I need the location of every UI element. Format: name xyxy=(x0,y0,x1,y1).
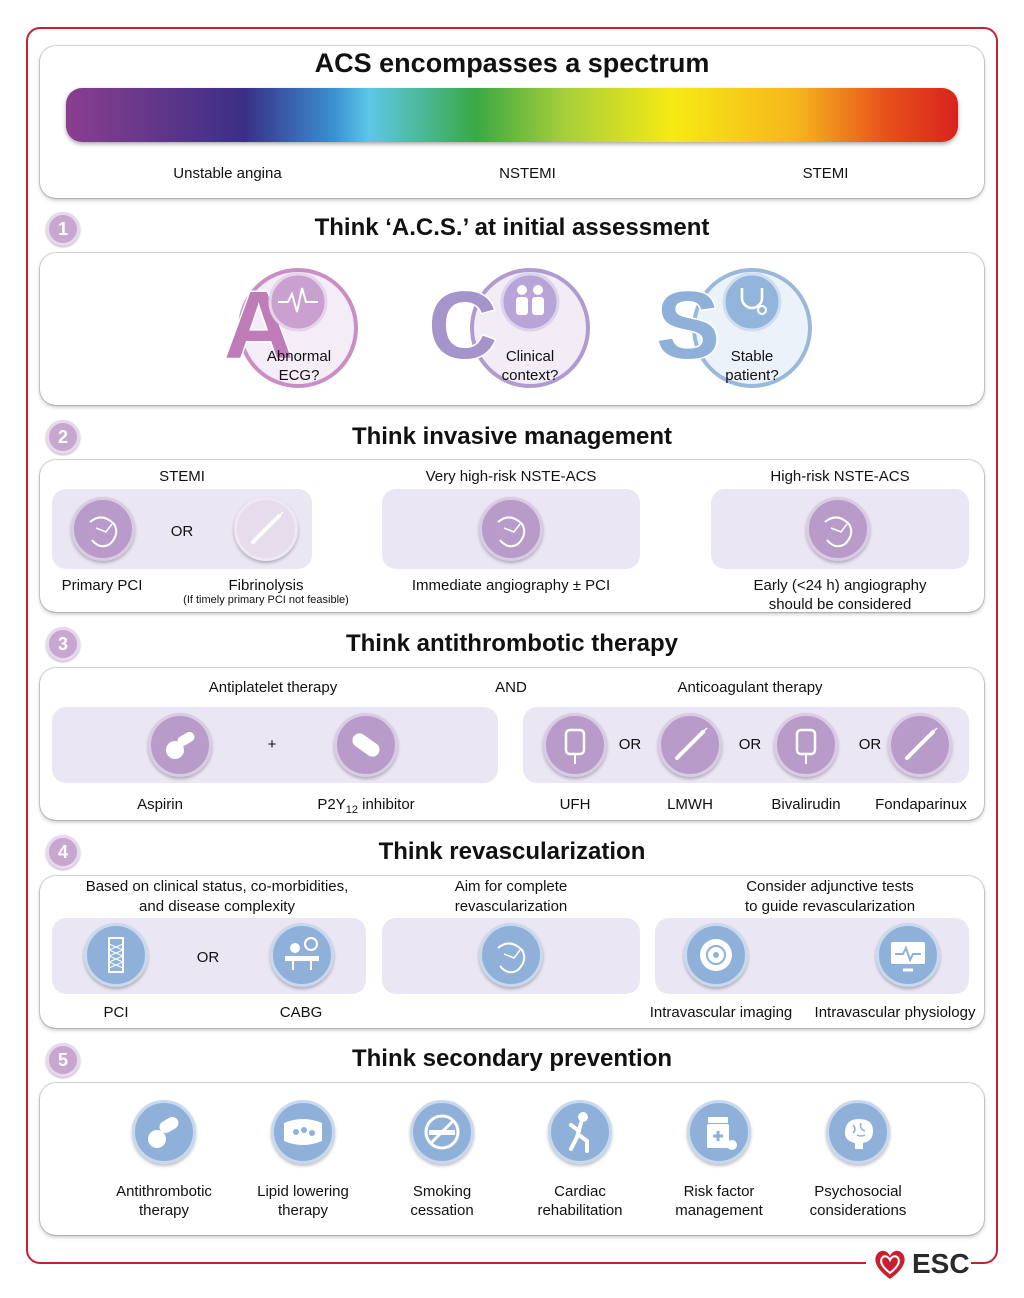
p2y12-capsule-icon xyxy=(334,713,398,777)
esc-heart-logo-icon xyxy=(875,1250,905,1279)
cardiac-line1: Cardiac xyxy=(554,1183,606,1200)
step-4-title: Think revascularization xyxy=(378,838,646,865)
lmwh-syringe-icon xyxy=(658,713,722,777)
bivalirudin-bag-icon xyxy=(774,713,838,777)
plus-sign: + xyxy=(267,736,277,753)
spectrum-label-stemi: STEMI xyxy=(802,165,849,182)
fibrinolysis-syringe-icon xyxy=(234,497,298,561)
a-abnormal-ecg-graphic: A xyxy=(223,268,358,388)
risk-factor-management-icon xyxy=(687,1100,751,1164)
antithrombotic-line2: therapy xyxy=(138,1202,190,1219)
fondaparinux-syringe-icon xyxy=(888,713,952,777)
early-angiography-line2: should be considered xyxy=(768,596,912,613)
c-clinical-context-graphic: C xyxy=(427,268,590,388)
intravascular-physiology-label: Intravascular physiology xyxy=(814,1004,976,1021)
spectrum-label-nstemi: NSTEMI xyxy=(499,165,556,182)
or-2: OR xyxy=(738,736,762,753)
main-title: ACS encompasses a spectrum xyxy=(314,48,710,78)
or-3: OR xyxy=(858,736,882,753)
step-1-title: Think ‘A.C.S.’ at initial assessment xyxy=(314,214,710,241)
lipid-lowering-icon xyxy=(271,1100,335,1164)
a-line1: Abnormal xyxy=(266,348,332,365)
svg-text:C: C xyxy=(428,272,497,379)
fibrinolysis-label: Fibrinolysis xyxy=(228,577,304,594)
pci-or: OR xyxy=(196,949,220,966)
cardiac-line2: rehabilitation xyxy=(537,1202,623,1219)
angiography-icon xyxy=(479,497,543,561)
psychosocial-brain-icon xyxy=(826,1100,890,1164)
cabg-label: CABG xyxy=(279,1004,323,1021)
risk-line1: Risk factor xyxy=(683,1183,755,1200)
step-5-card xyxy=(40,1083,984,1235)
step-2-title: Think invasive management xyxy=(351,423,673,450)
spectrum-label-unstable-angina: Unstable angina xyxy=(173,165,282,182)
step-1-badge: 1 xyxy=(46,212,80,246)
step-4-badge: 4 xyxy=(46,835,80,869)
col3-line2: to guide revascularization xyxy=(744,898,916,915)
anticoagulant-heading: Anticoagulant therapy xyxy=(677,679,823,696)
intravascular-physiology-icon xyxy=(876,923,940,987)
lipid-line1: Lipid lowering xyxy=(257,1183,349,1200)
smoking-line1: Smoking xyxy=(412,1183,472,1200)
antiplatelet-heading: Antiplatelet therapy xyxy=(208,679,338,696)
outer-frame xyxy=(26,27,998,1264)
c-line1: Clinical xyxy=(505,348,555,365)
bivalirudin-label: Bivalirudin xyxy=(771,796,841,813)
spectrum-bar xyxy=(66,88,958,142)
stemi-heading: STEMI xyxy=(159,468,205,485)
cardiac-rehabilitation-icon xyxy=(548,1100,612,1164)
aspirin-pill-icon xyxy=(148,713,212,777)
and-label: AND xyxy=(495,679,527,696)
antithrombotic-therapy-icon xyxy=(132,1100,196,1164)
s-line2: patient? xyxy=(725,367,779,384)
s-stable-patient-graphic: S xyxy=(655,268,812,388)
step-5-badge: 5 xyxy=(46,1043,80,1077)
cabg-surgery-icon xyxy=(270,923,334,987)
ufh-label: UFH xyxy=(559,796,591,813)
esc-logo-text: ESC xyxy=(912,1248,970,1279)
smoking-cessation-icon xyxy=(410,1100,474,1164)
lmwh-label: LMWH xyxy=(667,796,713,813)
fibrinolysis-note: (If timely primary PCI not feasible) xyxy=(183,594,349,606)
a-line2: ECG? xyxy=(278,367,320,384)
stemi-or: OR xyxy=(170,523,194,540)
psychosocial-line2: considerations xyxy=(809,1202,907,1219)
p2y12-label: P2Y12 inhibitor xyxy=(317,796,415,816)
ufh-bag-icon xyxy=(543,713,607,777)
early-angiography-icon xyxy=(806,497,870,561)
col1-line2: and disease complexity xyxy=(139,898,295,915)
stent-icon xyxy=(84,923,148,987)
svg-text:S: S xyxy=(656,272,720,379)
s-line1: Stable xyxy=(730,348,774,365)
col1-line1: Based on clinical status, co-morbidities… xyxy=(85,878,349,895)
very-high-risk-heading: Very high-risk NSTE-ACS xyxy=(425,468,597,485)
immediate-angiography-label: Immediate angiography ± PCI xyxy=(411,577,611,594)
or-1: OR xyxy=(618,736,642,753)
pci-label: PCI xyxy=(103,1004,129,1021)
aspirin-label: Aspirin xyxy=(137,796,183,813)
step-3-badge: 3 xyxy=(46,627,80,661)
c-line2: context? xyxy=(501,367,559,384)
complete-revascularization-icon xyxy=(479,923,543,987)
high-risk-heading: High-risk NSTE-ACS xyxy=(770,468,910,485)
col3-line1: Consider adjunctive tests xyxy=(746,878,914,895)
psychosocial-line1: Psychosocial xyxy=(814,1183,902,1200)
primary-pci-label: Primary PCI xyxy=(61,577,143,594)
intravascular-imaging-label: Intravascular imaging xyxy=(649,1004,793,1021)
intravascular-imaging-icon xyxy=(684,923,748,987)
step-3-title: Think antithrombotic therapy xyxy=(345,630,678,657)
col2-line2: revascularization xyxy=(454,898,568,915)
antithrombotic-line1: Antithrombotic xyxy=(116,1183,212,1200)
fondaparinux-label: Fondaparinux xyxy=(875,796,967,813)
risk-line2: management xyxy=(675,1202,763,1219)
smoking-line2: cessation xyxy=(410,1202,474,1219)
early-angiography-line1: Early (<24 h) angiography xyxy=(753,577,927,594)
step-5-title: Think secondary prevention xyxy=(351,1045,673,1072)
primary-pci-icon xyxy=(71,497,135,561)
lipid-line2: therapy xyxy=(277,1202,329,1219)
antiplatelet-panel xyxy=(52,707,498,783)
step-2-badge: 2 xyxy=(46,420,80,454)
col2-line1: Aim for complete xyxy=(454,878,568,895)
